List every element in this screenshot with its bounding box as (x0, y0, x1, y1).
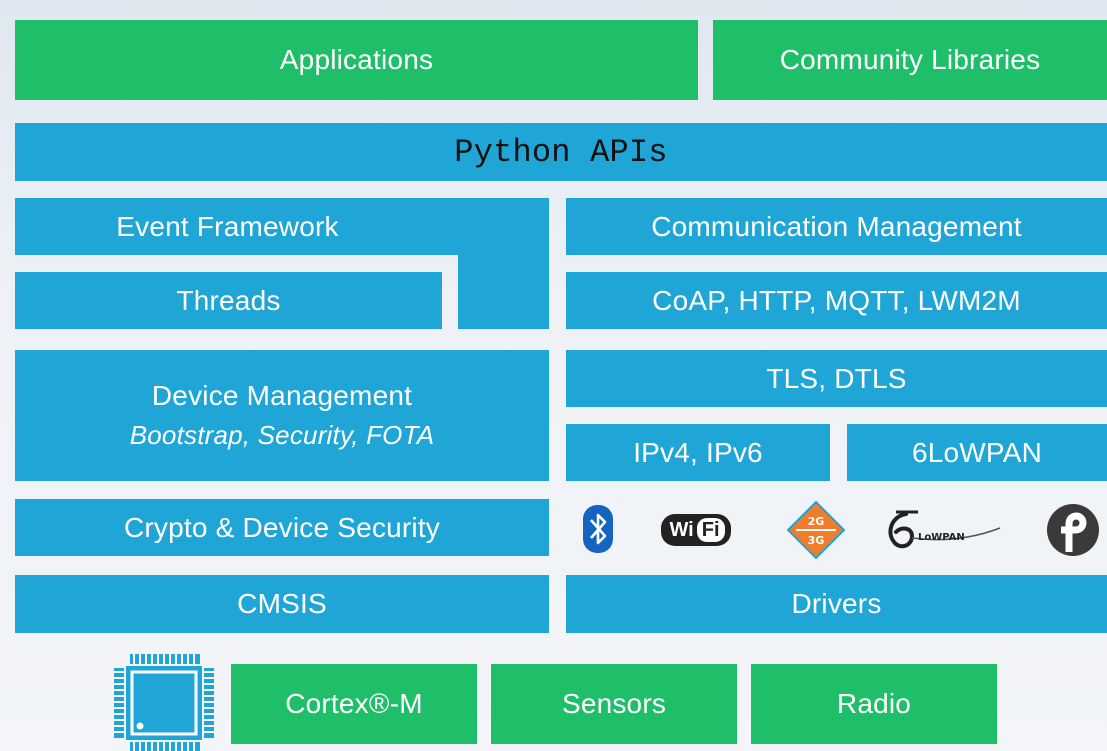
cellular-icon: 2G 3G (786, 500, 846, 560)
device-management-label: Device Management (151, 380, 413, 412)
protocols-block: CoAP, HTTP, MQTT, LWM2M (566, 272, 1107, 329)
sixlowpan-text: LoWPAN (918, 532, 965, 543)
threads-block: Threads (15, 272, 442, 329)
event-framework-label: Event Framework (116, 210, 339, 242)
event-framework-label-box: Event Framework (15, 198, 440, 255)
bluetooth-icon (578, 504, 618, 554)
cellular-2g-text: 2G (808, 515, 825, 528)
sixlowpan-logo: LoWPAN (888, 510, 1001, 549)
wifi-logo: Wi Fi (650, 510, 742, 550)
tls-label: TLS, DTLS (766, 362, 907, 394)
python-apis-label: Python APIs (454, 133, 668, 171)
thread-icon (1044, 502, 1102, 558)
ipv-label: IPv4, IPv6 (633, 436, 763, 468)
radio-block: Radio (751, 664, 997, 744)
cmsis-label: CMSIS (237, 588, 327, 619)
drivers-label: Drivers (791, 588, 882, 619)
cmsis-block: CMSIS (15, 575, 549, 633)
communication-management-label: Communication Management (651, 210, 1022, 242)
wifi-right-text: Fi (696, 518, 725, 542)
sensors-block: Sensors (491, 664, 737, 744)
ipv-block: IPv4, IPv6 (566, 424, 830, 481)
crypto-block: Crypto & Device Security (15, 499, 549, 556)
crypto-label: Crypto & Device Security (123, 511, 440, 543)
sensors-label: Sensors (561, 688, 667, 719)
device-management-block: Device Management Bootstrap, Security, F… (15, 350, 549, 481)
wifi-left-text: Wi (669, 518, 694, 541)
python-apis-block: Python APIs (15, 123, 1107, 181)
threads-label: Threads (176, 284, 281, 316)
communication-management-block: Communication Management (566, 198, 1107, 255)
event-framework-shape (15, 198, 549, 329)
lowpan-label: 6LoWPAN (911, 436, 1043, 468)
cellular-3g-text: 3G (808, 534, 825, 547)
drivers-block: Drivers (566, 575, 1107, 633)
community-libraries-block: Community Libraries (713, 20, 1107, 100)
cortex-label: Cortex®-M (285, 688, 423, 719)
community-libraries-label: Community Libraries (779, 44, 1041, 75)
tls-block: TLS, DTLS (566, 350, 1107, 407)
protocols-label: CoAP, HTTP, MQTT, LWM2M (652, 284, 1021, 316)
lowpan-block: 6LoWPAN (847, 424, 1107, 481)
cortex-block: Cortex®-M (231, 664, 477, 744)
applications-label: Applications (279, 44, 434, 75)
chip-icon (114, 654, 214, 751)
device-management-sublabel: Bootstrap, Security, FOTA (129, 419, 435, 450)
radio-label: Radio (836, 688, 912, 719)
applications-block: Applications (15, 20, 698, 100)
